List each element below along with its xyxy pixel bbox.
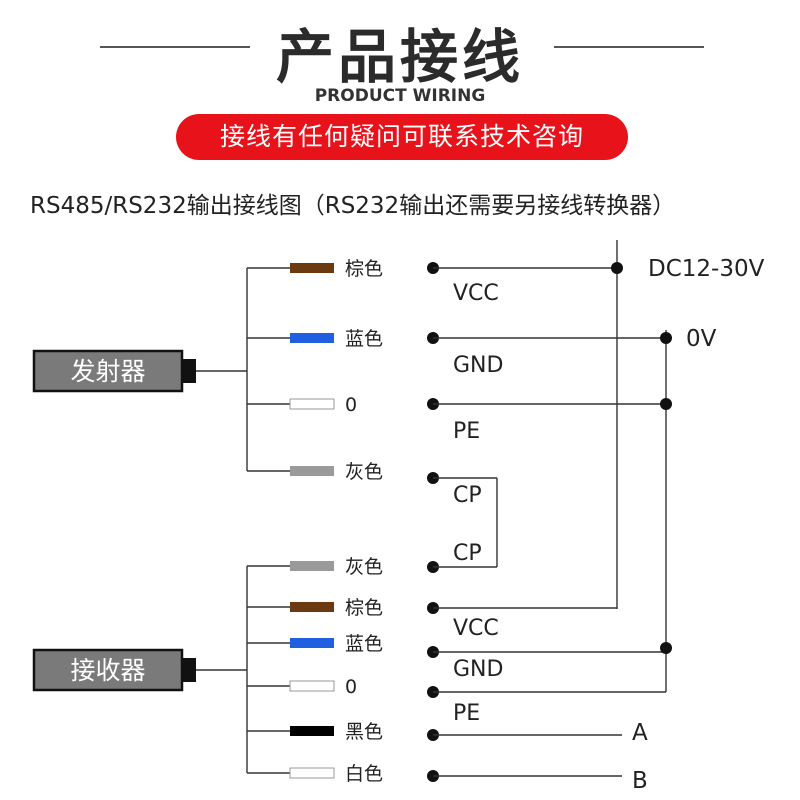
title-rule-right bbox=[554, 46, 704, 48]
emitter-terminal-label-0: VCC bbox=[453, 281, 499, 306]
title-rule-left bbox=[100, 46, 250, 48]
receiver-wire-color-4: 黑色 bbox=[345, 721, 383, 743]
emitter-label: 发射器 bbox=[70, 357, 145, 386]
emitter-terminal-label-2: PE bbox=[453, 419, 480, 444]
diagram-title: RS485/RS232输出接线图（RS232输出还需要另接线转换器） bbox=[30, 193, 676, 219]
emitter-wire-swatch-1 bbox=[290, 333, 334, 343]
receiver-terminal-label-3: PE bbox=[453, 701, 480, 726]
receiver-terminal-label-0: CP bbox=[453, 541, 482, 566]
gnd-junction-top bbox=[660, 332, 672, 344]
power-negative-label: 0V bbox=[686, 326, 717, 352]
emitter-terminal-label-1: GND bbox=[453, 353, 503, 378]
emitter-wire-swatch-3 bbox=[290, 466, 334, 476]
receiver-wire-color-1: 棕色 bbox=[345, 597, 383, 619]
receiver-wire-color-5: 白色 bbox=[345, 763, 383, 785]
emitter-box bbox=[32, 349, 184, 393]
emitter-terminal-label-3: CP bbox=[453, 483, 482, 508]
receiver-terminal-label-2: GND bbox=[453, 657, 503, 682]
emitter-connector bbox=[182, 359, 196, 383]
output-a-label: A bbox=[632, 720, 648, 746]
emitter-wire-color-1: 蓝色 bbox=[345, 328, 383, 350]
receiver-wire-swatch-4 bbox=[290, 726, 334, 736]
pe-junction-top bbox=[660, 398, 672, 410]
emitter-wire-swatch-2 bbox=[289, 398, 335, 410]
page-subtitle: PRODUCT WIRING bbox=[314, 86, 486, 106]
emitter-wire-color-0: 棕色 bbox=[345, 258, 383, 280]
power-positive-label: DC12-30V bbox=[648, 256, 765, 282]
receiver-wire-swatch-1 bbox=[290, 602, 334, 612]
support-banner: 接线有任何疑问可联系技术咨询 bbox=[176, 114, 628, 160]
output-b-label: B bbox=[632, 768, 648, 794]
receiver-label: 接收器 bbox=[70, 656, 145, 685]
receiver-wire-color-0: 灰色 bbox=[345, 556, 383, 578]
emitter-wire-color-3: 灰色 bbox=[345, 461, 383, 483]
receiver-connector bbox=[182, 658, 196, 682]
receiver-wire-color-2: 蓝色 bbox=[345, 633, 383, 655]
emitter-wire-swatch-0 bbox=[290, 263, 334, 273]
vcc-junction-top bbox=[611, 262, 623, 274]
page-title: 产品接线 bbox=[275, 23, 524, 91]
receiver-wire-swatch-5 bbox=[289, 767, 335, 779]
receiver-wire-color-3: 0 bbox=[345, 676, 357, 698]
receiver-box bbox=[32, 648, 184, 692]
emitter-wire-color-2: 0 bbox=[345, 394, 357, 416]
receiver-wire-swatch-3 bbox=[289, 680, 335, 692]
receiver-wire-swatch-0 bbox=[290, 561, 334, 571]
receiver-terminal-label-1: VCC bbox=[453, 616, 499, 641]
gnd-junction-bottom bbox=[660, 642, 672, 654]
receiver-wire-swatch-2 bbox=[290, 638, 334, 648]
